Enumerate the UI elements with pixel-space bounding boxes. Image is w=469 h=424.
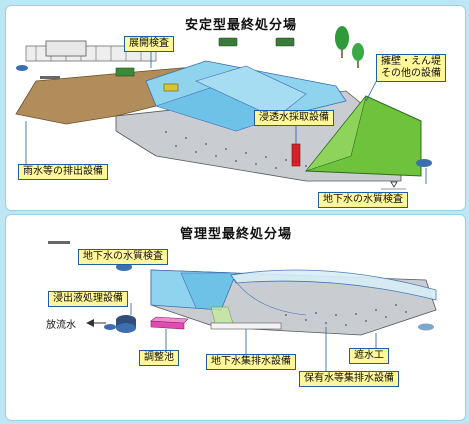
blue-cell-back bbox=[195, 65, 307, 119]
seepage-well bbox=[291, 143, 301, 167]
dome-arc bbox=[233, 278, 307, 316]
gw-drain-label: 地下水集排水設備 bbox=[206, 354, 296, 370]
shield-label: 遮水工 bbox=[349, 348, 389, 364]
rainwater-label: 雨水等の排出設備 bbox=[18, 164, 108, 180]
groundwater-tank-bottom bbox=[116, 263, 132, 271]
truck-2 bbox=[275, 37, 295, 47]
seepage-label: 浸透水採取設備 bbox=[254, 110, 334, 126]
bench bbox=[40, 76, 60, 79]
adjust-pond-label: 調整池 bbox=[139, 350, 179, 366]
embankment-face bbox=[305, 95, 367, 172]
inspection-label: 展開検査 bbox=[124, 36, 174, 52]
tree-2 bbox=[352, 43, 364, 61]
groundwater-label-bottom: 地下水の水質検査 bbox=[78, 249, 168, 265]
stable-landfill-panel: 安定型最終処分場 展開検査 擁壁・えん堤 その他の設備 浸透水採取設備 雨水等の… bbox=[5, 5, 466, 211]
leachate-label: 浸出液処理設備 bbox=[48, 291, 128, 307]
wall-label-line1: 擁壁・えん堤 bbox=[381, 56, 441, 67]
bottom-panel-title: 管理型最終処分場 bbox=[180, 227, 293, 242]
gravel-dots bbox=[165, 131, 322, 172]
right-tank bbox=[418, 323, 434, 331]
managed-landfill-illustration bbox=[48, 241, 437, 372]
truck-1 bbox=[218, 37, 238, 47]
top-panel-title: 安定型最終処分場 bbox=[185, 18, 298, 33]
managed-landfill-panel: 管理型最終処分場 地下水の水質検査 浸出液処理設備 放流水 調整池 地下水集排水… bbox=[5, 214, 466, 421]
drain-pipe bbox=[210, 322, 282, 330]
tree-1 bbox=[335, 26, 349, 50]
bulldozer-1 bbox=[115, 67, 135, 77]
left-tank bbox=[16, 65, 28, 71]
bench-bottom bbox=[48, 241, 70, 244]
building bbox=[45, 40, 87, 57]
bottom-leader-lines bbox=[117, 260, 377, 372]
wall-label-line2: その他の設備 bbox=[381, 68, 441, 79]
retained-drain-label: 保有水等集排水設備 bbox=[299, 371, 399, 387]
discharge-label: 放流水 bbox=[46, 320, 76, 331]
basin-dots bbox=[285, 304, 407, 326]
groundwater-tank bbox=[416, 159, 432, 167]
water-level-mark bbox=[390, 181, 398, 188]
treatment-tank-2 bbox=[104, 324, 116, 330]
wall-facilities-label: 擁壁・えん堤 その他の設備 bbox=[376, 54, 446, 82]
bulldozer-2 bbox=[163, 83, 179, 92]
dome-top bbox=[230, 269, 437, 301]
groundwater-label-top: 地下水の水質検査 bbox=[318, 192, 408, 208]
